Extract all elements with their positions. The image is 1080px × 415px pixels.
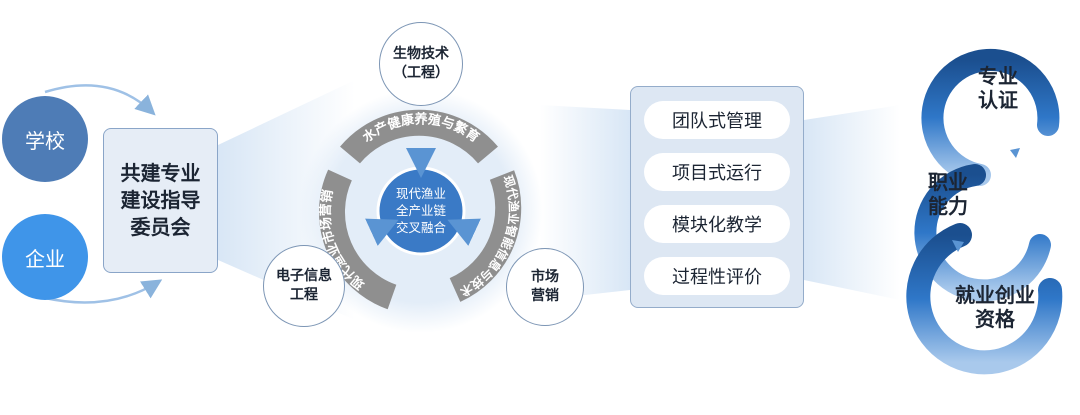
school-circle: 学校	[2, 96, 88, 182]
center-line1: 现代渔业	[395, 186, 446, 201]
center-line3: 交叉融合	[395, 220, 446, 235]
node-marketing-line2: 营销	[531, 288, 559, 304]
enterprise-circle: 企业	[2, 214, 88, 300]
method-item: 团队式管理	[644, 101, 790, 139]
committee-box: 共建专业 建设指导 委员会	[103, 128, 218, 273]
node-biotech: 生物技术 （工程）	[379, 22, 463, 106]
arrow-to-center-right	[447, 218, 481, 246]
node-biotech-line1: 生物技术	[393, 46, 449, 62]
wheel-center-text: 现代渔业 全产业链 交叉融合	[381, 185, 461, 236]
arrow-to-center-left	[365, 218, 399, 246]
enterprise-label: 企业	[25, 246, 65, 271]
glow-right-out	[804, 105, 900, 300]
loop-top-label: 专业 认证	[968, 64, 1028, 112]
committee-line3: 委员会	[130, 215, 191, 239]
loop-mid-line2: 能力	[928, 194, 968, 218]
loop-bottom-line2: 资格	[975, 307, 1015, 331]
committee-line1: 共建专业	[120, 161, 201, 185]
loop-top-line1: 专业	[978, 64, 1018, 88]
arrow-enterprise	[44, 279, 163, 304]
school-label: 学校	[25, 128, 65, 153]
method-item: 模块化教学	[644, 205, 790, 243]
node-biotech-line2: （工程）	[393, 65, 449, 81]
node-electronic: 电子信息 工程	[263, 245, 345, 327]
node-marketing-line1: 市场	[531, 269, 559, 285]
center-line2: 全产业链	[395, 203, 446, 218]
loop-bottom-label: 就业创业 资格	[950, 283, 1040, 331]
loop-bottom-line1: 就业创业	[955, 283, 1035, 307]
loop-mid-label: 职业 能力	[918, 170, 978, 218]
method-panel: 团队式管理 项目式运行 模块化教学 过程性评价	[630, 86, 804, 308]
method-item: 过程性评价	[644, 257, 790, 295]
node-electronic-line2: 工程	[290, 287, 318, 303]
loop-top-line2: 认证	[978, 88, 1018, 112]
node-marketing: 市场 营销	[506, 248, 584, 326]
cert-loops	[906, 48, 1063, 375]
method-item: 项目式运行	[644, 153, 790, 191]
node-electronic-line1: 电子信息	[276, 268, 332, 284]
committee-line2: 建设指导	[120, 188, 201, 212]
wheel-ring	[318, 109, 522, 310]
loop-mid-line1: 职业	[928, 170, 968, 194]
arrow-school	[44, 84, 156, 116]
